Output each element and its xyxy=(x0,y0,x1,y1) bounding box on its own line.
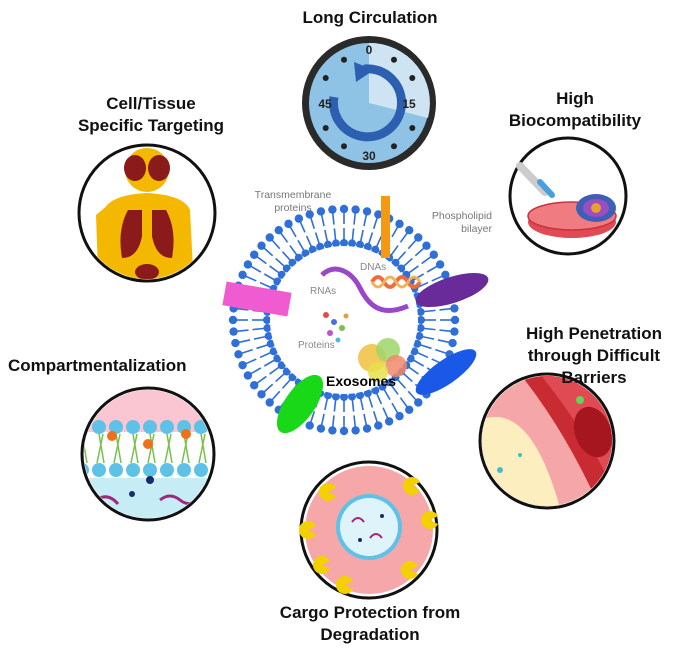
penetration-title-line3: Barriers xyxy=(561,368,627,387)
pipette-icon xyxy=(516,162,549,196)
biocompatibility-title-line1: High xyxy=(556,89,594,108)
biocompatibility-title-line2: Biocompatibility xyxy=(508,111,642,130)
membrane-compartment-circle xyxy=(80,386,216,522)
human-body-circle xyxy=(77,143,217,283)
transmembrane-protein-purple xyxy=(415,272,489,308)
clock-label-15: 15 xyxy=(402,97,416,111)
rnas-label: RNAs xyxy=(310,286,337,297)
clock-label-0: 0 xyxy=(366,43,373,57)
transmembrane-label-line2: proteins xyxy=(274,202,312,214)
petri-dish-circle xyxy=(508,136,628,256)
phospholipid-label-line2: bilayer xyxy=(461,223,492,235)
transmembrane-protein-orange xyxy=(381,196,390,258)
clock-circle: 0 15 30 45 xyxy=(302,36,436,170)
long-circulation-title: Long Circulation xyxy=(302,8,438,27)
clockwise-arrow-icon xyxy=(329,64,406,142)
clock-label-30: 30 xyxy=(362,149,376,163)
dnas-label: DNAs xyxy=(360,262,387,273)
cargo-title-line2: Degradation xyxy=(320,625,420,644)
transmembrane-protein-green xyxy=(276,374,324,434)
proteins-cluster xyxy=(323,312,349,343)
proteins-label: Proteins xyxy=(298,340,335,351)
dna-helix-strand xyxy=(370,275,422,289)
rna-strand xyxy=(320,266,409,313)
penetration-title-line2: through Difficult xyxy=(527,346,661,365)
targeting-title-line1: Cell/Tissue xyxy=(106,94,196,113)
transmembrane-protein-blue xyxy=(415,349,477,395)
phospholipid-label-line1: Phospholipid xyxy=(431,210,492,222)
targeting-title-line2: Specific Targeting xyxy=(77,116,225,135)
cargo-title-line1: Cargo Protection from xyxy=(279,603,461,622)
compartmentalization-title: Compartmentalization xyxy=(8,356,187,375)
transmembrane-label-line1: Transmembrane xyxy=(254,189,332,201)
penetration-title-line1: High Penetration xyxy=(525,324,662,343)
exosomes-label: Exosomes xyxy=(326,373,397,389)
cargo-protection-circle xyxy=(298,460,439,600)
exosome xyxy=(222,196,489,436)
blood-vessel-circle xyxy=(478,372,616,510)
transmembrane-protein-pink xyxy=(222,281,292,317)
clock-label-45: 45 xyxy=(318,97,332,111)
exosome-cargo-vesicles xyxy=(358,338,407,382)
